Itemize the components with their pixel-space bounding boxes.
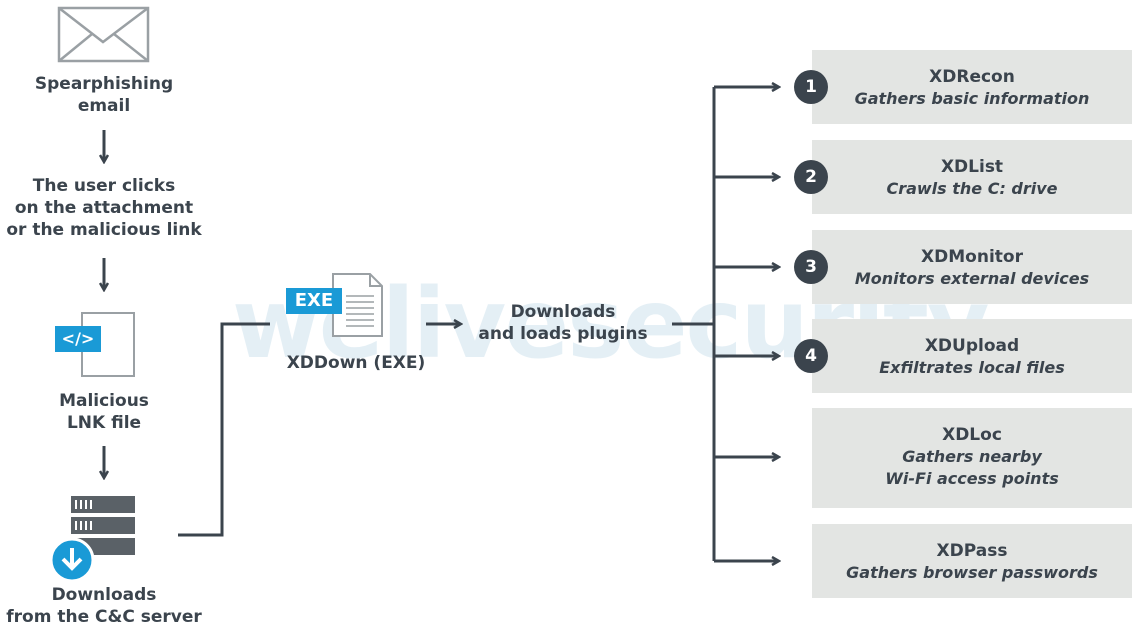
step-badge-3: 3 bbox=[794, 250, 828, 284]
exe-tag: EXE bbox=[286, 288, 342, 314]
step-badge-4: 4 bbox=[794, 339, 828, 373]
spearphishing-email-label: Spearphishing email bbox=[34, 74, 174, 116]
step-badge-1: 1 bbox=[794, 70, 828, 104]
plugin-name: XDList bbox=[940, 157, 1004, 177]
plugin-box-xdrecon: XDRecon Gathers basic information bbox=[812, 50, 1132, 124]
step-badge-2: 2 bbox=[794, 160, 828, 194]
downloads-plugins-label: Downloads and loads plugins bbox=[478, 302, 648, 344]
exe-document-icon bbox=[332, 273, 383, 337]
plugin-box-xdpass: XDPass Gathers browser passwords bbox=[812, 524, 1132, 598]
plugin-box-xdmonitor: XDMonitor Monitors external devices bbox=[812, 230, 1132, 304]
lnk-code-tag: </> bbox=[55, 326, 101, 352]
plugin-desc: Gathers basic information bbox=[854, 89, 1090, 108]
plugin-name: XDPass bbox=[936, 541, 1008, 561]
plugin-desc: Exfiltrates local files bbox=[879, 358, 1065, 377]
plugin-box-xdloc: XDLoc Gathers nearby Wi-Fi access points bbox=[812, 408, 1132, 508]
plugin-box-xdupload: XDUpload Exfiltrates local files bbox=[812, 319, 1132, 393]
plugin-name: XDLoc bbox=[942, 425, 1002, 445]
user-clicks-label: The user clicks on the attachment or the… bbox=[6, 176, 202, 240]
plugin-name: XDMonitor bbox=[921, 247, 1023, 267]
malicious-lnk-label: Malicious LNK file bbox=[59, 391, 149, 433]
xddown-label: XDDown (EXE) bbox=[286, 353, 426, 373]
plugin-desc: Gathers browser passwords bbox=[846, 563, 1098, 582]
plugin-box-xdlist: XDList Crawls the C: drive bbox=[812, 140, 1132, 214]
plugin-desc: Crawls the C: drive bbox=[886, 179, 1058, 198]
downloads-cc-label: Downloads from the C&C server bbox=[6, 585, 202, 627]
connector-server-to-exe bbox=[178, 322, 270, 537]
plugin-name: XDUpload bbox=[924, 336, 1020, 356]
plugin-desc: Monitors external devices bbox=[854, 269, 1090, 288]
server-icon bbox=[49, 496, 135, 583]
envelope-icon bbox=[57, 6, 150, 63]
plugin-desc: Gathers nearby Wi-Fi access points bbox=[885, 447, 1059, 488]
plugin-name: XDRecon bbox=[929, 67, 1015, 87]
